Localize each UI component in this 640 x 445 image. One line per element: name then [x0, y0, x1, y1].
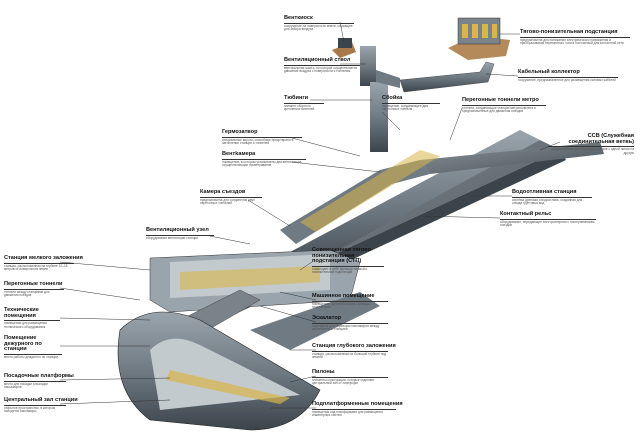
label-tps: Тягово-понизительная подстанция предназн… [520, 29, 630, 46]
label-vodootliv: Водоотливная станция система дренажа и в… [512, 189, 592, 206]
label-pilony: Пилоны элементы конструкции, которые отд… [312, 369, 388, 386]
label-platformy: Посадочные платформы места для посадки и… [4, 373, 74, 390]
label-kamera: Камера съездов предназначена для соедине… [200, 189, 262, 206]
label-dezhur: Помещение дежурного по станции место раб… [4, 335, 62, 359]
cable-collector-drawing [399, 61, 495, 93]
label-tsentr: Центральный зал станции открытое простра… [4, 397, 78, 414]
label-podplatform: Подплатформенные помещения помещения под… [312, 401, 403, 418]
label-peregon: Перегонные тоннели тоннели между станция… [4, 281, 64, 298]
label-mash: Машинное помещение помещение, где распол… [312, 293, 388, 310]
label-sovm-tps: Совмещенная тягово-понизительная подстан… [312, 247, 384, 275]
label-kabel: Кабельный коллектор сооружение, предназн… [518, 69, 618, 82]
label-peregon-metro: Перегонные тоннели метро тоннели, соедин… [462, 97, 546, 114]
label-melkogo: Станция мелкого заложения станция, распо… [4, 255, 83, 272]
label-ventkiosk: Венткиоск сооружение на поверхности земл… [284, 15, 354, 32]
substation-drawing [448, 17, 510, 60]
deep-station-drawing [117, 292, 380, 431]
label-eskalator: Эскалатор подъемник для перевозки пассаж… [312, 315, 388, 332]
label-glubokogo: Станция глубокого заложения станция, рас… [312, 343, 396, 360]
vent-shaft-drawing [360, 46, 400, 152]
leader-lines [59, 21, 561, 409]
label-sboyka: Сбойка помещение, соединяющее два перего… [382, 95, 440, 112]
shallow-station-drawing [149, 249, 361, 313]
label-tekh: Технические помещения помещения для разм… [4, 307, 60, 330]
label-ssv: ССВ (Служебная соединительная ветвь) пре… [548, 133, 634, 156]
label-germozatvor: Гермозатвор специальные ворота, способны… [222, 129, 302, 146]
label-tyubingi: Тюбинги элемент сборного крепления тонне… [284, 95, 324, 112]
ventkiosk-drawing [332, 38, 356, 58]
label-ventuzel: Вентиляционный узел оборудование вентиля… [146, 227, 214, 240]
label-kontakt: Контактный рельс оборудование, передающе… [500, 211, 596, 228]
label-ventkamera: Вентkамера помещение, в котором установл… [222, 151, 306, 168]
label-ventstvol: Вентиляционный ствол вертикальная шахта,… [284, 57, 360, 74]
